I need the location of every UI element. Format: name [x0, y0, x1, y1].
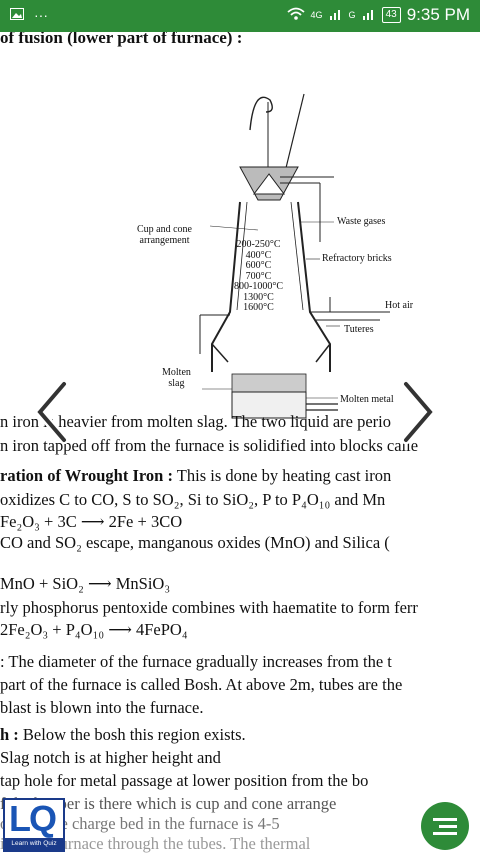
text-line: CO and SO₂ escape, manganous oxides (MnO… [0, 533, 390, 552]
signal-bars-icon-2 [362, 7, 376, 24]
text-span: Below the bosh this region exists. [18, 725, 246, 744]
menu-line [433, 817, 457, 821]
text-line: oxidizes C to CO, S to SO₂, Si to SiO₂, … [0, 490, 386, 509]
logo-letters: LQ [9, 798, 57, 839]
label-tuteres: Tuteres [344, 324, 374, 335]
text-line: n iron is heavier from molten slag. The … [0, 412, 392, 431]
furnace-drawing [199, 93, 390, 419]
app-logo[interactable]: LQ Learn with Quiz [3, 798, 65, 852]
text-line: part of the furnace is called Bosh. At a… [0, 675, 403, 694]
chevron-left-icon [34, 379, 69, 445]
label-hot-air: Hot air [385, 300, 414, 311]
label-refractory-bricks: Refractory bricks [322, 253, 392, 264]
logo-tagline: Learn with Quiz [5, 838, 63, 850]
text-line: h : Below the bosh this region exists. [0, 725, 246, 745]
menu-line [439, 824, 457, 828]
text-line: blast is blown into the furnace. [0, 698, 204, 717]
status-time: 9:35 PM [406, 5, 470, 24]
wifi-icon [286, 7, 305, 24]
text-line: into the furnace through the tubes. The … [0, 834, 311, 853]
equation-line: 2Fe₂O₃ + P₄O₁₀ ⟶ 4FePO₄ [0, 620, 188, 639]
label-molten-slag: Molten slag [162, 367, 191, 389]
text-line: n iron tapped off from the furnace is so… [0, 436, 419, 455]
text-line: rly phosphorus pentoxide combines with h… [0, 598, 418, 617]
more-icon: ··· [34, 7, 48, 23]
text-line: f the hopper is there which is cup and c… [0, 794, 337, 813]
document-page[interactable]: of fusion (lower part of furnace) : [0, 32, 480, 854]
section-heading: of fusion (lower part of furnace) : [0, 32, 243, 47]
subheading-wrought-iron: ration of Wrought Iron : [0, 466, 173, 485]
label-cup-and-cone: Cup and cone arrangement [137, 224, 192, 246]
text-line: Slag notch is at higher height and [0, 748, 221, 767]
label-molten-metal: Molten metal [340, 394, 394, 405]
text-line: : The diameter of the furnace gradually … [0, 652, 392, 671]
battery-icon: 43 [381, 7, 401, 23]
equation-line: MnO + SiO₂ ⟶ MnSiO₃ [0, 574, 171, 593]
label-waste-gases: Waste gases [337, 216, 386, 227]
equation-line: Fe₂O₃ + 3C ⟶ 2Fe + 3CO [0, 512, 183, 531]
previous-page-button[interactable] [32, 379, 72, 445]
status-bar: ··· 4G G 43 9:35 PM [0, 0, 480, 32]
text-span: This is done by heating cast iron [172, 466, 392, 485]
image-icon [10, 7, 24, 23]
chevron-right-icon [401, 379, 436, 445]
text-line: ool till the charge bed in the furnace i… [0, 814, 280, 833]
signal-icon-2: G [348, 10, 356, 20]
text-line: ration of Wrought Iron : This is done by… [0, 466, 391, 486]
label-temperatures: 200-250°C 400°C 600°C 700°C 800-1000°C 1… [234, 239, 283, 313]
text-line: tap hole for metal passage at lower posi… [0, 771, 369, 790]
menu-line [433, 831, 457, 835]
menu-button[interactable] [421, 802, 469, 850]
subheading-hearth: h : [0, 725, 19, 744]
signal-icon-1: 4G [310, 10, 323, 20]
signal-bars-icon-1 [329, 7, 343, 24]
next-page-button[interactable] [398, 379, 438, 445]
blast-furnace-diagram: Cup and cone arrangement Waste gases 200… [120, 82, 440, 422]
